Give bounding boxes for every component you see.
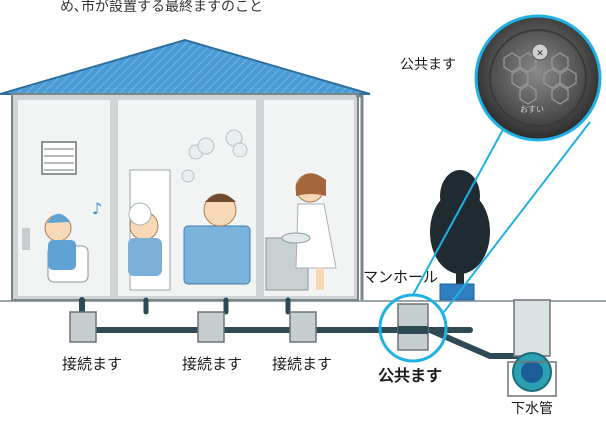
- cover-marking: おすい: [520, 105, 544, 114]
- sewer-manhole: [507, 299, 557, 397]
- caption-top: め､市が設置する最終ますのこと: [60, 0, 263, 15]
- tree: [430, 170, 490, 301]
- house: ♪: [0, 38, 371, 301]
- kitchen-scene: [265, 173, 337, 291]
- callout-line-right: [443, 121, 591, 313]
- label-manhole: マンホール: [363, 268, 439, 286]
- label-connection-box-3: 接続ます: [272, 355, 333, 373]
- label-sewer-pipe: 下水管: [511, 401, 553, 417]
- bath-scene: [128, 129, 251, 291]
- public-masu-box: [397, 303, 429, 351]
- svg-text:♪: ♪: [92, 199, 102, 218]
- vent-window: [41, 141, 77, 175]
- connection-box-3: [289, 311, 317, 343]
- connection-box-2: [197, 311, 225, 343]
- label-connection-box-2: 接続ます: [182, 355, 243, 373]
- toilet-scene: ♪: [22, 199, 102, 283]
- connection-box-1: [69, 311, 97, 343]
- svg-text:✕: ✕: [536, 49, 544, 59]
- label-connection-box-1: 接続ます: [62, 355, 123, 373]
- manhole-cover: ✕ おすい: [474, 14, 602, 142]
- label-public-masu: 公共ます: [378, 366, 443, 385]
- label-public-masu-callout: 公共ます: [400, 57, 456, 73]
- roof: [0, 38, 371, 95]
